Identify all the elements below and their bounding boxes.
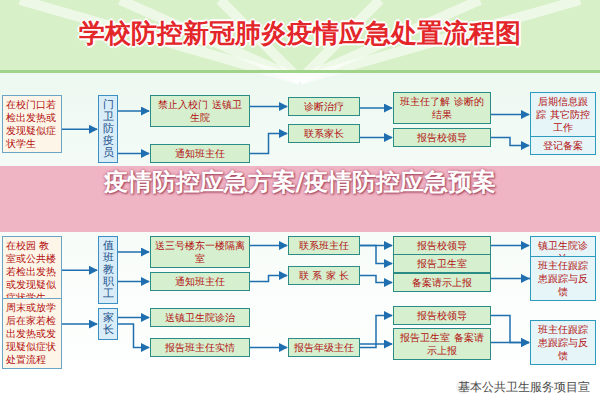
process-box: 班主任了解 诊断的结果 <box>393 92 491 124</box>
process-box: 报告校领导 <box>393 128 491 147</box>
node-text: 班主任跟踪 患跟踪与反馈 <box>534 259 592 298</box>
node-text: 在校园 教室或公共楼若检出发热或发现疑似症状学生 <box>6 239 58 304</box>
flow-arrow <box>491 245 529 247</box>
node-text: 通知班主任 <box>154 275 246 288</box>
node-text: 报告卫生室 <box>397 257 487 270</box>
flow-arrow <box>250 347 287 349</box>
flow-arrow <box>250 134 287 154</box>
flow-arrow <box>62 323 97 325</box>
flow-arrow <box>118 153 149 155</box>
overlay-heading: 疫情防控应急方案/疫情防控应急预案 <box>100 167 500 198</box>
node-text: 通知班主任 <box>154 147 246 160</box>
node-text: 班主任跟踪 患跟踪与反馈 <box>534 323 592 362</box>
title-band <box>0 0 600 72</box>
node-text: 值班教职工 <box>103 240 114 300</box>
process-box: 诊断治疗 <box>288 97 360 116</box>
node-text: 班主任了解 诊断的结果 <box>397 95 487 121</box>
flow-arrow <box>360 343 392 345</box>
node-text: 报告校领导 <box>397 309 487 322</box>
node-text: 联系家长 <box>292 127 356 140</box>
node-text: 家长 <box>103 312 114 336</box>
process-box: 报告校领导 <box>393 306 491 325</box>
node-text: 报告校领导 <box>397 131 487 144</box>
title-rule <box>0 70 600 73</box>
flow-arrow <box>118 324 149 347</box>
flow-arrow <box>360 137 392 139</box>
node-text: 送镇卫生院诊治 <box>154 311 246 324</box>
flow-arrow <box>491 278 529 280</box>
flow-arrow <box>118 281 149 283</box>
role-column: 值班教职工 <box>98 236 118 304</box>
flow-arrow <box>491 138 529 146</box>
flow-arrow <box>360 107 392 109</box>
process-box: 后期信息跟踪 其它防控工作 <box>530 92 596 137</box>
node-text: 周末或放学后在家若检出发热或发现疑似症状处置流程 <box>6 301 58 366</box>
flow-arrow <box>491 114 529 116</box>
node-text: 在校门口若检出发热或发现疑似症状学生 <box>6 98 58 150</box>
role-column: 门卫防疫员 <box>98 95 118 163</box>
node-text: 报告卫生室 备案请示上报 <box>397 331 487 357</box>
flow-arrow <box>491 342 529 344</box>
process-box: 送镇卫生院诊治 <box>150 308 250 327</box>
role-column: 家长 <box>98 308 118 340</box>
process-box: 班主任跟踪 患跟踪与反馈 <box>530 320 596 365</box>
node-text: 门卫防疫员 <box>103 99 114 159</box>
flow-arrow <box>118 317 149 319</box>
flow-arrow <box>250 276 287 282</box>
process-box: 登记备案 <box>530 136 596 155</box>
process-box: 报告卫生室 备案请示上报 <box>393 328 491 360</box>
case-box: 周末或放学后在家若检出发热或发现疑似症状处置流程 <box>2 298 62 369</box>
flow-arrow <box>62 128 97 130</box>
flow-arrow <box>62 269 97 271</box>
node-text: 报告校领导 <box>397 239 487 252</box>
node-text: 报告年级主任 <box>292 341 356 354</box>
node-text: 联 系 家 长 <box>292 269 356 282</box>
flow-arrow <box>360 276 392 283</box>
flow-arrow <box>360 246 392 264</box>
node-text: 诊断治疗 <box>292 100 356 113</box>
process-box: 联 系 家 长 <box>288 266 360 285</box>
process-box: 报告班主任实情 <box>150 338 250 357</box>
process-box: 备案请示上报 <box>393 273 491 292</box>
node-text: 后期信息跟踪 其它防控工作 <box>534 95 592 134</box>
flow-arrow <box>250 106 287 108</box>
case-box: 在校园 教室或公共楼若检出发热或发现疑似症状学生 <box>2 236 62 307</box>
process-box: 班主任跟踪 患跟踪与反馈 <box>530 256 596 301</box>
node-text: 备案请示上报 <box>397 276 487 289</box>
flow-arrow <box>118 251 149 253</box>
node-text: 送三号楼东一楼隔离室 <box>154 239 246 265</box>
process-box: 联系班主任 <box>288 236 360 255</box>
flow-arrow <box>491 316 529 343</box>
process-box: 通知班主任 <box>150 144 250 163</box>
flow-arrow <box>118 110 149 112</box>
diagram-title: 学校防控新冠肺炎疫情应急处置流程图 <box>0 16 600 51</box>
process-box: 禁止入校门 送镇卫生院 <box>150 95 250 127</box>
node-text: 禁止入校门 送镇卫生院 <box>154 98 246 124</box>
process-box: 报告校领导 <box>393 236 491 255</box>
node-text: 联系班主任 <box>292 239 356 252</box>
node-text: 登记备案 <box>534 139 592 152</box>
watermark: 基本公共卫生服务项目宣 <box>436 378 594 397</box>
process-box: 送三号楼东一楼隔离室 <box>150 236 250 268</box>
flow-arrow <box>360 316 392 348</box>
process-box: 通知班主任 <box>150 272 250 291</box>
flow-arrow <box>250 245 287 247</box>
case-box: 在校门口若检出发热或发现疑似症状学生 <box>2 95 62 153</box>
process-box: 联系家长 <box>288 124 360 143</box>
process-box: 报告卫生室 <box>393 254 491 273</box>
process-box: 报告年级主任 <box>288 338 360 357</box>
node-text: 报告班主任实情 <box>154 341 246 354</box>
